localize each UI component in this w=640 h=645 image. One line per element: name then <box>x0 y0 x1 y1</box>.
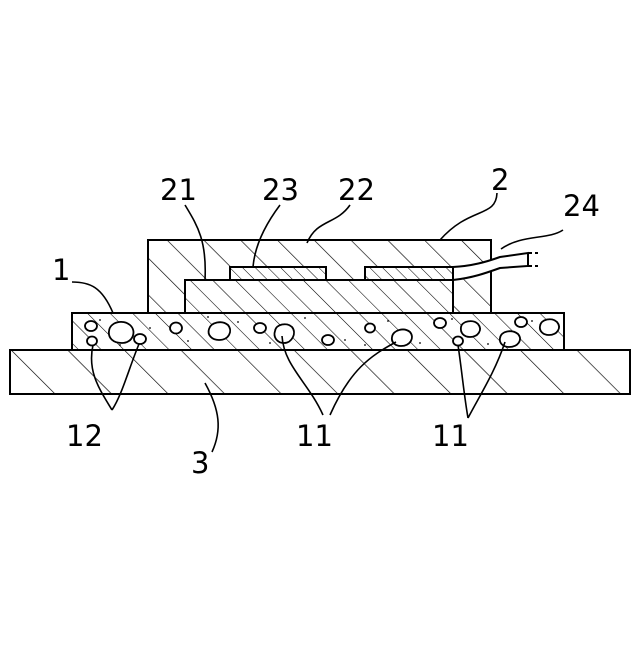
particle <box>209 322 231 340</box>
particle <box>170 323 182 334</box>
particle <box>515 317 527 327</box>
leader-22 <box>307 205 350 243</box>
particle <box>365 324 375 333</box>
substrate-3 <box>10 350 630 394</box>
particle <box>274 324 294 343</box>
particle <box>322 335 334 345</box>
label-11-left: 11 <box>296 419 333 453</box>
particle <box>254 323 266 333</box>
leader-1 <box>72 282 113 313</box>
label-22: 22 <box>338 173 375 207</box>
label-12: 12 <box>66 419 103 453</box>
label-2: 2 <box>491 163 509 197</box>
particle <box>461 321 480 337</box>
label-23: 23 <box>262 173 299 207</box>
label-11-right: 11 <box>432 419 469 453</box>
particle <box>134 334 146 344</box>
particle <box>392 330 412 346</box>
label-21: 21 <box>160 173 197 207</box>
label-24: 24 <box>563 189 600 223</box>
layer-1 <box>72 313 564 350</box>
particle <box>500 331 520 347</box>
label-1: 1 <box>52 253 70 287</box>
leader-24 <box>501 230 563 249</box>
label-3: 3 <box>191 446 209 480</box>
particle <box>85 321 97 331</box>
particle <box>453 337 463 346</box>
particle <box>540 319 559 335</box>
particle <box>109 322 134 343</box>
particle <box>434 318 446 328</box>
leader-2 <box>440 193 497 240</box>
particle <box>87 337 97 346</box>
